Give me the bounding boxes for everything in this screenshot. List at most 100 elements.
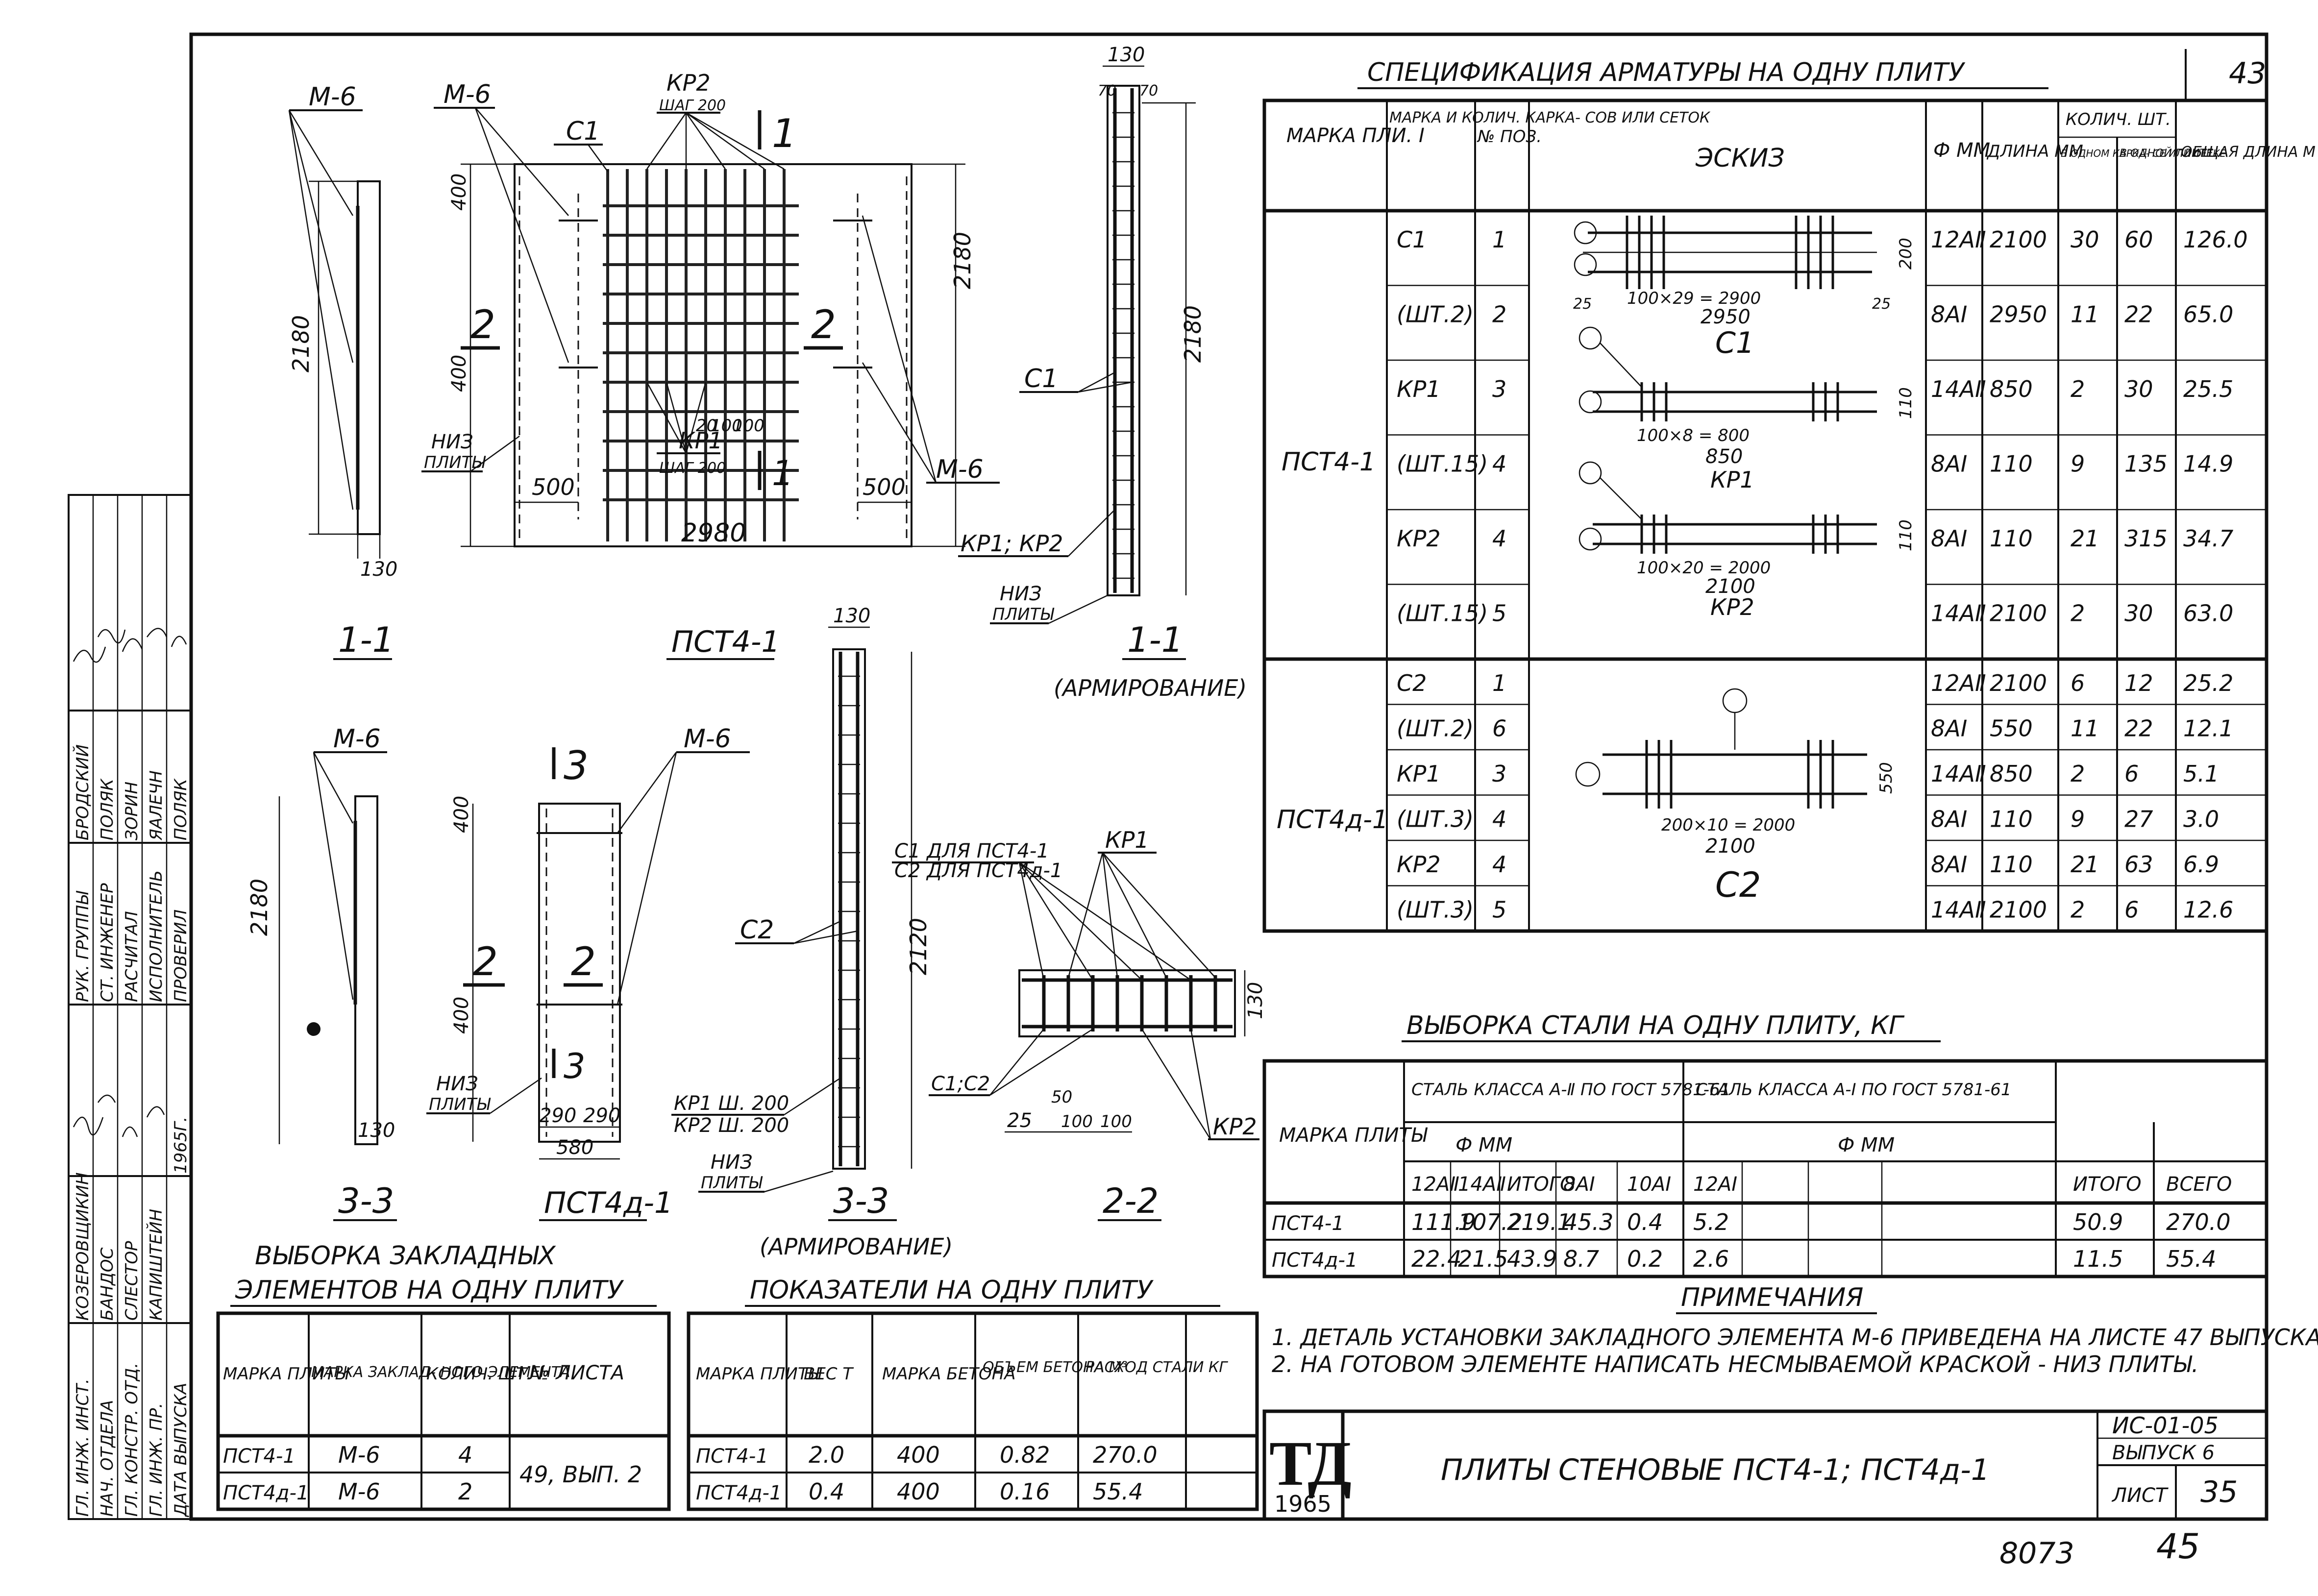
spec-cell-q2: 22: [2124, 715, 2153, 742]
dim-2120: 2120: [905, 918, 932, 975]
indicators-table: ПОКАЗАТЕЛИ НА ОДНУ ПЛИТУ МАРКА ПЛИТЫ ВЕС…: [687, 1276, 1259, 1511]
dim-100-a: 100: [711, 416, 742, 436]
section-22-label: 2-2: [1103, 1181, 1159, 1221]
spec-cell-pos: 4: [1492, 451, 1506, 477]
stamp-name-3: ЗОРИН: [122, 782, 142, 840]
stamp-role-2: СТ. ИНЖЕНЕР: [98, 883, 117, 1002]
steel-col-header: 8АⅠ: [1563, 1173, 1595, 1196]
steel-class1: СТАЛЬ КЛАССА А-Ⅰ ПО ГОСТ 5781-61: [1696, 1080, 2012, 1100]
spec-cell-pos: 5: [1492, 600, 1506, 627]
spec-cell-q2: 30: [2124, 600, 2153, 627]
steel-cell: 11.5: [2073, 1246, 2123, 1272]
steel-cell: 50.9: [2073, 1209, 2123, 1235]
sec-2-right-b: 2: [571, 939, 596, 984]
emb-sheet-ref: 49, ВЫП. 2: [519, 1461, 642, 1488]
spec-cell-len: 110: [1990, 451, 2033, 477]
armirovanie-label-1: (АРМИРОВАНИЕ): [1054, 675, 1247, 701]
m6-label-3: М-6: [936, 455, 984, 484]
ind-h-mark: МАРКА ПЛИТЫ: [696, 1364, 823, 1384]
spec-cell-pos: 5: [1492, 897, 1506, 923]
dim-290-b: 290: [583, 1105, 620, 1127]
dim-130-d: 130: [833, 605, 870, 627]
title-block-series: ИС-01-05: [2112, 1412, 2219, 1439]
side-stamp: РУК. ГРУППЫ СТ. ИНЖЕНЕР РАСЧИТАЛ ИСПОЛНИ…: [68, 494, 192, 1520]
spec-cell-pos: 4: [1492, 851, 1506, 878]
spec-cell-len: 2100: [1990, 600, 2047, 627]
dim-70-a: 70: [1098, 82, 1116, 99]
stamp-name2-2: БАНДОС: [98, 1248, 117, 1321]
spec-cell-q1: 2: [2071, 376, 2085, 402]
steel-row-mark: ПСТ4д-1: [1272, 1249, 1357, 1272]
sketch-kr2-side: 110: [1896, 519, 1916, 551]
dim-50-22: 50: [1051, 1087, 1072, 1107]
dim-100-22b: 100: [1100, 1112, 1132, 1131]
spec-cell-cage: С2: [1397, 670, 1427, 696]
spec-cell-q2: 135: [2124, 451, 2168, 477]
spec-cell-pos: 6: [1492, 715, 1506, 742]
stamp-name2-1: КОЗЕРОВЩИКИН: [73, 1172, 93, 1321]
spec-group-mark-2: ПСТ4д-1: [1277, 805, 1388, 835]
steel-title: ВЫБОРКА СТАЛИ НА ОДНУ ПЛИТУ, КГ: [1406, 1011, 1905, 1040]
kr1-label-22: КР1: [1105, 827, 1149, 853]
spec-cell-total: 25.5: [2183, 376, 2233, 402]
spec-h-cage: МАРКА И КОЛИЧ. КАРКА- СОВ ИЛИ СЕТОК: [1389, 109, 1711, 126]
stamp-role-1: РУК. ГРУППЫ: [73, 890, 93, 1002]
dim-400-a: 400: [448, 173, 470, 211]
stamp-name-5: ПОЛЯК: [171, 778, 191, 840]
spec-cell-pos: 1: [1492, 670, 1506, 696]
bottom-number-right: 45: [2156, 1526, 2200, 1567]
section-33-label: 3-3: [338, 1181, 394, 1221]
dim-100-b: 100: [733, 416, 764, 436]
section-11-arm-label: 1-1: [1127, 620, 1183, 660]
dim-500-a: 500: [532, 474, 575, 500]
c2-label-section: С2: [740, 915, 774, 945]
spec-cell-q2: 12: [2124, 670, 2153, 696]
sketch-c2-dim1: 200×10 = 2000: [1661, 815, 1795, 835]
plity-label-2: ПЛИТЫ: [992, 605, 1055, 624]
spec-cell-len: 850: [1990, 761, 2033, 787]
pst41-label-plan: ПСТ4-1: [671, 625, 780, 659]
ind-h-weight: ВЕС Т: [804, 1364, 854, 1384]
niz-label-4: НИЗ: [711, 1151, 753, 1174]
steel-cell: 22.4: [1411, 1246, 1461, 1272]
spec-cell-q1: 11: [2071, 301, 2099, 328]
steel-cell: 8.7: [1563, 1246, 1599, 1272]
m6-label-4: М-6: [333, 724, 381, 754]
steel-row-mark: ПСТ4-1: [1272, 1212, 1344, 1235]
spec-cell-diam: 12АⅡ: [1931, 670, 1986, 696]
sketch-kr2-dim1: 100×20 = 2000: [1637, 558, 1771, 578]
sketch-c1-name: С1: [1715, 326, 1754, 360]
spec-cell-len: 2100: [1990, 897, 2047, 923]
ind-r2-steel: 55.4: [1093, 1478, 1143, 1505]
dim-130-b: 130: [1108, 44, 1145, 66]
kr2-label-22: КР2: [1213, 1113, 1257, 1140]
plity-label-4: ПЛИТЫ: [701, 1173, 763, 1193]
ind-h-volume: ОБЪЕМ БЕТОНА М³: [983, 1359, 1128, 1376]
ind-r1-volume: 0.82: [1000, 1442, 1050, 1468]
emb-r1-mark: ПСТ4-1: [223, 1445, 296, 1468]
steel-cell: 107.2: [1458, 1209, 1523, 1235]
spec-cell-len: 110: [1990, 806, 2033, 833]
dim-400-b: 400: [448, 355, 470, 392]
dim-130-c: 130: [358, 1119, 395, 1142]
spec-cell-q1: 9: [2071, 806, 2085, 833]
section-33-arm-label: 3-3: [833, 1181, 889, 1221]
sketch-c1-side: 200: [1896, 238, 1916, 270]
spec-h-diam: Ф ММ: [1933, 139, 1990, 162]
spec-cell-q2: 27: [2124, 806, 2153, 833]
steel-col-header: 12АⅡ: [1411, 1173, 1459, 1196]
stamp-name2-3: СЛЕСТОР: [122, 1241, 142, 1321]
spec-cell-diam: 8АⅠ: [1931, 851, 1967, 878]
spec-cell-len: 850: [1990, 376, 2033, 402]
m6-label-2: М-6: [444, 80, 491, 109]
title-block-sheet-label: ЛИСТ: [2111, 1484, 2169, 1507]
dim-130-a: 130: [360, 558, 397, 581]
sec-1-top: 1: [772, 111, 797, 156]
emb-h-sheet: № ЛИСТА: [528, 1362, 624, 1384]
c1-label-section: С1: [1024, 364, 1058, 393]
sec-3-bottom: 3: [564, 1046, 586, 1086]
notes: ПРИМЕЧАНИЯ 1. ДЕТАЛЬ УСТАНОВКИ ЗАКЛАДНОГ…: [1272, 1283, 2318, 1377]
steel-col-header: 12АⅠ: [1693, 1173, 1737, 1196]
spec-cell-pos: 3: [1492, 376, 1506, 402]
ind-h-concrete: МАРКА БЕТОНА: [882, 1364, 1015, 1384]
